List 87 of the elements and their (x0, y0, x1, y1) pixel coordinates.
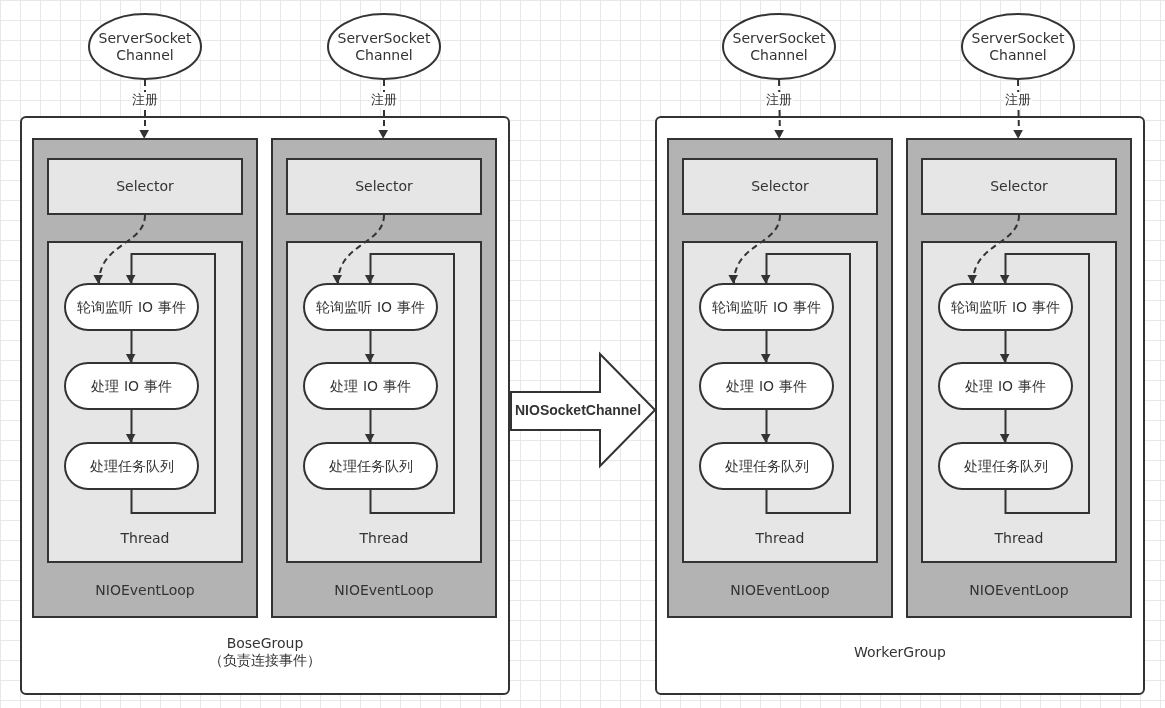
process-label: 轮询监听 IO 事件 (951, 298, 1060, 316)
event-loop-box (667, 138, 893, 618)
group-box (20, 116, 510, 695)
thread-label: Thread (119, 529, 171, 547)
process-label: 处理 IO 事件 (965, 377, 1046, 395)
process-box (938, 442, 1073, 490)
process-label: 处理 IO 事件 (91, 377, 172, 395)
arrow (364, 409, 375, 443)
process-label: 处理任务队列 (328, 457, 413, 475)
arrow (125, 330, 136, 363)
arrow (125, 253, 216, 514)
event-loop-label: NIOEventLoop (333, 581, 435, 599)
edge-label: 注册 (1004, 92, 1032, 108)
process-box (699, 362, 834, 410)
thread-label: Thread (993, 529, 1045, 547)
thread-box (47, 241, 243, 563)
dashed-arrow (774, 79, 784, 139)
process-box (699, 442, 834, 490)
selector-box (286, 158, 482, 215)
dashed-arrow (729, 214, 781, 284)
event-loop-label: NIOEventLoop (968, 581, 1070, 599)
process-box (938, 362, 1073, 410)
edge-label: 注册 (131, 92, 159, 108)
arrow (999, 330, 1010, 363)
thread-label: Thread (358, 529, 410, 547)
process-box (64, 283, 199, 331)
thread-label: Thread (754, 529, 806, 547)
block-arrow-label: NIOSocketChannel (515, 401, 642, 419)
arrow (125, 409, 136, 443)
channel-ellipse (722, 13, 836, 80)
arrow (760, 253, 851, 514)
process-box (938, 283, 1073, 331)
channel-label: ServerSocket Channel (970, 29, 1066, 64)
arrow (999, 409, 1010, 443)
dashed-arrow (378, 79, 388, 139)
selector-box (47, 158, 243, 215)
event-loop-box (271, 138, 497, 618)
event-loop-label: NIOEventLoop (729, 581, 831, 599)
arrow (364, 253, 455, 514)
arrow (760, 409, 771, 443)
group-label: BoseGroup (225, 635, 305, 652)
process-label: 处理任务队列 (724, 457, 809, 475)
dashed-arrow (968, 214, 1020, 284)
process-box (303, 362, 438, 410)
thread-box (682, 241, 878, 563)
event-loop-box (906, 138, 1132, 618)
process-label: 轮询监听 IO 事件 (77, 298, 186, 316)
dashed-arrow (94, 214, 146, 284)
process-label: 处理任务队列 (89, 457, 174, 475)
thread-box (286, 241, 482, 563)
process-label: 轮询监听 IO 事件 (316, 298, 425, 316)
process-box (303, 442, 438, 490)
arrow (364, 330, 375, 363)
process-box (64, 442, 199, 490)
selector-label: Selector (990, 178, 1048, 195)
selector-label: Selector (751, 178, 809, 195)
group-label: （负责连接事件） (208, 652, 322, 669)
process-label: 处理 IO 事件 (330, 377, 411, 395)
event-loop-box (32, 138, 258, 618)
process-label: 处理 IO 事件 (726, 377, 807, 395)
dashed-arrow (139, 79, 149, 139)
process-box (699, 283, 834, 331)
group-box (655, 116, 1145, 695)
process-label: 处理任务队列 (963, 457, 1048, 475)
thread-box (921, 241, 1117, 563)
channel-ellipse (88, 13, 202, 80)
channel-label: ServerSocket Channel (731, 29, 827, 64)
channel-ellipse (961, 13, 1075, 80)
block-arrow (511, 353, 655, 467)
selector-label: Selector (355, 178, 413, 195)
channel-label: ServerSocket Channel (97, 29, 193, 64)
process-label: 轮询监听 IO 事件 (712, 298, 821, 316)
arrow (760, 330, 771, 363)
channel-label: ServerSocket Channel (336, 29, 432, 64)
selector-label: Selector (116, 178, 174, 195)
process-box (64, 362, 199, 410)
dashed-arrow (1013, 79, 1023, 139)
selector-box (921, 158, 1117, 215)
event-loop-label: NIOEventLoop (94, 581, 196, 599)
channel-ellipse (327, 13, 441, 80)
edge-label: 注册 (370, 92, 398, 108)
edge-label: 注册 (765, 92, 793, 108)
dashed-arrow (333, 214, 385, 284)
group-label: WorkerGroup (853, 643, 947, 661)
selector-box (682, 158, 878, 215)
process-box (303, 283, 438, 331)
arrow (999, 253, 1090, 514)
